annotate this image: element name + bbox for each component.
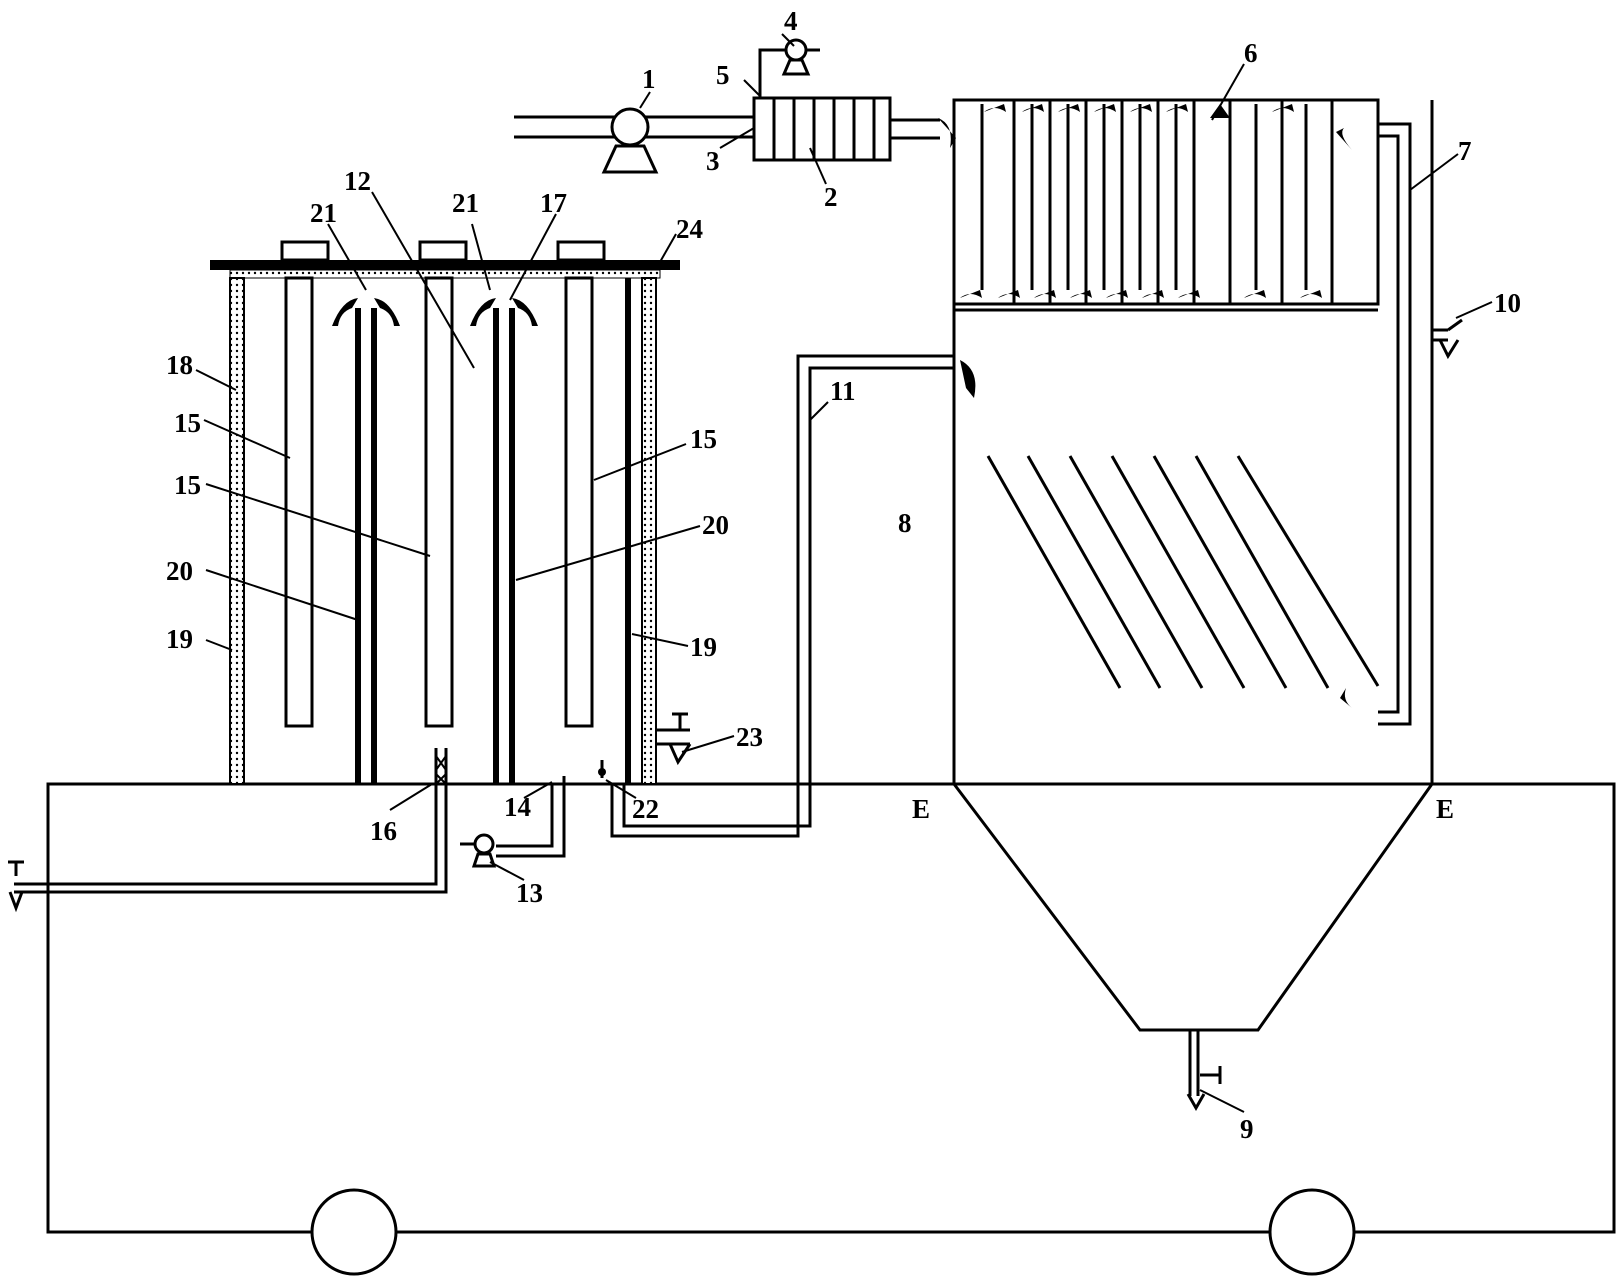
label-3: 3 [706, 146, 720, 176]
label-19a: 19 [166, 624, 193, 654]
label-14: 14 [504, 792, 531, 822]
label-5: 5 [716, 60, 730, 90]
label-24: 24 [676, 214, 703, 244]
labels: 1 2 3 4 5 6 7 8 9 10 11 12 13 14 15 15 1… [166, 6, 1521, 1144]
label-10: 10 [1494, 288, 1521, 318]
pipe-7 [1340, 122, 1412, 726]
pipe-11-arrow [960, 360, 976, 398]
label-20a: 20 [166, 556, 193, 586]
label-12: 12 [344, 166, 371, 196]
label-15b: 15 [174, 470, 201, 500]
outlet-23 [656, 712, 692, 766]
label-19b: 19 [690, 632, 717, 662]
label-8: 8 [898, 508, 912, 538]
label-e-right: E [1436, 794, 1454, 824]
outlet-10 [1432, 318, 1463, 360]
reactor-inlet-arrow [938, 118, 956, 148]
sensor-22 [598, 760, 606, 778]
pipe-11 [610, 354, 976, 838]
label-18: 18 [166, 350, 193, 380]
leader-lines [195, 33, 1493, 1113]
electro-reactor [210, 240, 680, 785]
flow-arrow-21c [470, 298, 496, 326]
pipe-7-arrow [1340, 688, 1352, 708]
baffle-reactor [952, 98, 1380, 306]
discharge-pipe-16 [8, 748, 448, 913]
flow-arrow-21a [332, 298, 358, 326]
label-22: 22 [632, 794, 659, 824]
label-13: 13 [516, 878, 543, 908]
label-17: 17 [540, 188, 567, 218]
label-4: 4 [784, 6, 798, 36]
label-21b: 21 [452, 188, 479, 218]
label-23: 23 [736, 722, 763, 752]
dosing-pump-4 [758, 38, 820, 98]
flow-arrow-21b [374, 298, 400, 326]
inclined-plates [986, 455, 1380, 689]
pump-13 [460, 776, 566, 868]
label-2: 2 [824, 182, 838, 212]
static-mixer-2 [752, 96, 892, 162]
label-1: 1 [642, 64, 656, 94]
label-7: 7 [1458, 136, 1472, 166]
left-wheel [310, 1188, 398, 1276]
pipe-to-reactor [890, 118, 956, 148]
pump-1 [601, 107, 659, 174]
label-11: 11 [830, 376, 856, 406]
reactor-arrow-b [1336, 128, 1352, 150]
label-21a: 21 [310, 198, 337, 228]
base-frame [46, 782, 1616, 1234]
label-16: 16 [370, 816, 397, 846]
label-e-left: E [912, 794, 930, 824]
label-20b: 20 [702, 510, 729, 540]
label-15c: 15 [690, 424, 717, 454]
label-9: 9 [1240, 1114, 1254, 1144]
clarifier-tank [952, 100, 1434, 1112]
flow-marks [960, 104, 1322, 298]
label-6: 6 [1244, 38, 1258, 68]
right-wheel [1268, 1188, 1356, 1276]
label-15a: 15 [174, 408, 201, 438]
flow-arrow-21d [512, 298, 538, 326]
